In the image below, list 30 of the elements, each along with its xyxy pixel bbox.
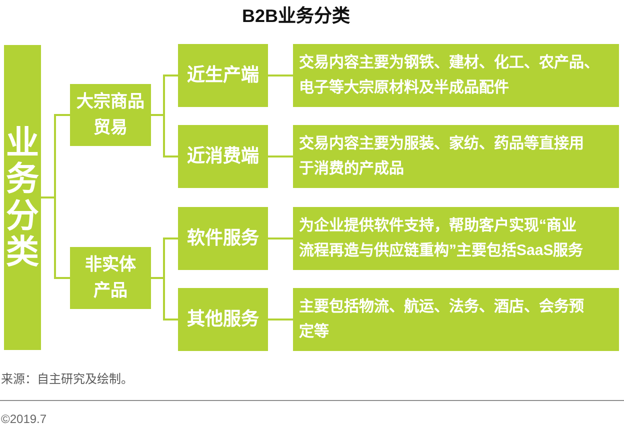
diagram-title: B2B业务分类 [242,5,350,27]
connector-line [41,196,70,279]
type-label: 其他服务 [187,308,259,331]
type-box [178,207,268,270]
group-box [70,247,151,309]
description-box [293,125,619,188]
group-label: 大宗商品贸易 [76,90,146,139]
group-box [70,84,151,146]
type-box [178,125,268,188]
connector-line [268,156,293,158]
group-label: 非实体产品 [84,254,137,302]
type-box [178,44,268,107]
type-box [178,288,268,351]
description-text: 交易内容主要为服装、家纺、药品等直接用于消费的产成品 [299,134,585,178]
source-note: 来源：自主研究及绘制。 [1,371,133,386]
category-label: 业务分类 [6,124,39,270]
type-label: 近生产端 [187,64,259,87]
connector-line [268,238,293,240]
description-box [293,288,619,351]
description-box [293,207,619,270]
description-text: 交易内容主要为钢铁、建材、化工、农产品、电子等大宗原材料及半成品配件 [299,53,600,98]
connector-line [268,318,293,320]
category-box [4,45,41,350]
copyright-text: ©2019.7 [1,412,47,426]
description-text: 为企业提供软件支持，帮助客户实现“商业流程再造与供应链重构”主要包括SaaS服务 [299,216,584,260]
type-label: 软件服务 [187,226,259,250]
description-box [293,44,619,107]
type-label: 近消费端 [187,144,259,168]
connector-line [268,74,293,76]
description-text: 主要包括物流、航运、法务、酒店、会务预定等 [299,297,585,342]
